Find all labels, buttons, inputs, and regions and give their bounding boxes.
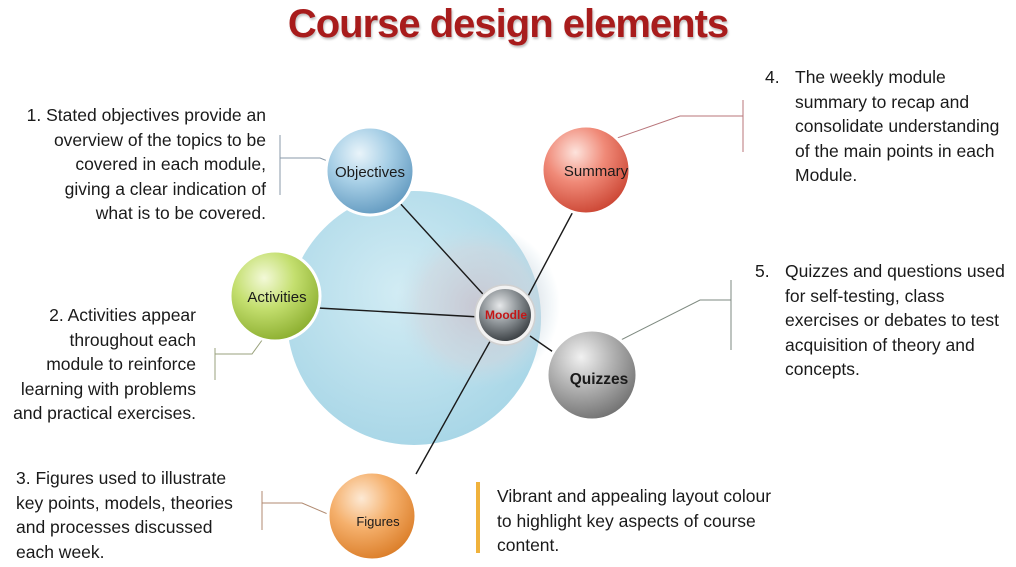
note-line: covered in each module,: [75, 154, 266, 174]
note-line: Vibrant and appealing layout colour: [497, 486, 772, 506]
note-line: to highlight key aspects of course: [497, 510, 756, 531]
note-summary: 4. The weekly module summary to recap an…: [765, 65, 1010, 188]
note-number: 4.: [765, 67, 780, 87]
node-quizzes-label: Quizzes: [570, 371, 629, 388]
note-line: 1. Stated objectives provide an: [26, 105, 266, 125]
diagram-title: Course design elements: [287, 2, 729, 46]
note-line: content.: [497, 535, 560, 555]
note-line: overview of the topics to be: [53, 129, 266, 150]
connector-summary: [599, 100, 744, 152]
note-line: and processes discussed: [16, 517, 213, 537]
spoke-summary: [525, 205, 577, 301]
note-objectives: 1. Stated objectives provide an overview…: [8, 103, 266, 226]
note-line: key points, models, theories: [16, 492, 233, 513]
spoke-objectives: [397, 200, 493, 305]
note-number: 5.: [755, 261, 770, 281]
node-activities-label: Activities: [247, 289, 306, 306]
note-figures: 3. Figures used to illustrate key points…: [16, 466, 261, 564]
spoke-figures: [415, 335, 494, 475]
accent-bar: [476, 482, 480, 553]
node-figures: Figures: [326, 470, 418, 562]
note-line: concepts.: [785, 359, 860, 379]
node-objectives: Objectives: [324, 125, 416, 217]
note-layout-colour: Vibrant and appealing layout colour to h…: [497, 484, 797, 558]
note-line: Quizzes and questions used: [785, 261, 1005, 281]
note-line: exercises or debates to test: [785, 310, 999, 330]
note-line: learning with problems: [20, 378, 196, 399]
note-line: consolidate understanding: [795, 116, 1000, 136]
connector-quizzes: [610, 280, 732, 350]
node-objectives-label: Objectives: [335, 164, 405, 181]
spoke-quizzes: [529, 335, 557, 355]
note-line: 2. Activities appear: [49, 305, 196, 325]
hub-label: Moodle: [485, 308, 527, 322]
note-line: module to reinforce: [46, 354, 196, 374]
spoke-activities: [317, 307, 481, 318]
note-line: acquisition of theory and: [785, 334, 975, 355]
node-summary: Summary: [540, 124, 632, 216]
note-line: The weekly module: [795, 67, 946, 87]
note-line: throughout each: [69, 329, 197, 350]
spokes: [317, 200, 577, 475]
note-line: of the main points in each: [795, 140, 995, 161]
note-line: giving a clear indication of: [64, 178, 266, 199]
note-line: each week.: [16, 541, 105, 562]
note-line: summary to recap and: [795, 91, 970, 112]
node-summary-label: Summary: [564, 163, 629, 180]
hub-node: Moodle: [474, 284, 536, 346]
node-quizzes: Quizzes: [545, 328, 639, 422]
note-line: 3. Figures used to illustrate: [16, 468, 227, 488]
node-figures-label: Figures: [356, 514, 400, 529]
node-activities: Activities: [228, 249, 322, 343]
note-line: for self-testing, class: [785, 285, 945, 306]
note-line: and practical exercises.: [13, 403, 196, 423]
note-quizzes: 5. Quizzes and questions used for self-t…: [755, 259, 1013, 382]
note-line: what is to be covered.: [95, 203, 266, 223]
note-activities: 2. Activities appear throughout each mod…: [4, 303, 196, 426]
note-line: Module.: [795, 165, 858, 185]
